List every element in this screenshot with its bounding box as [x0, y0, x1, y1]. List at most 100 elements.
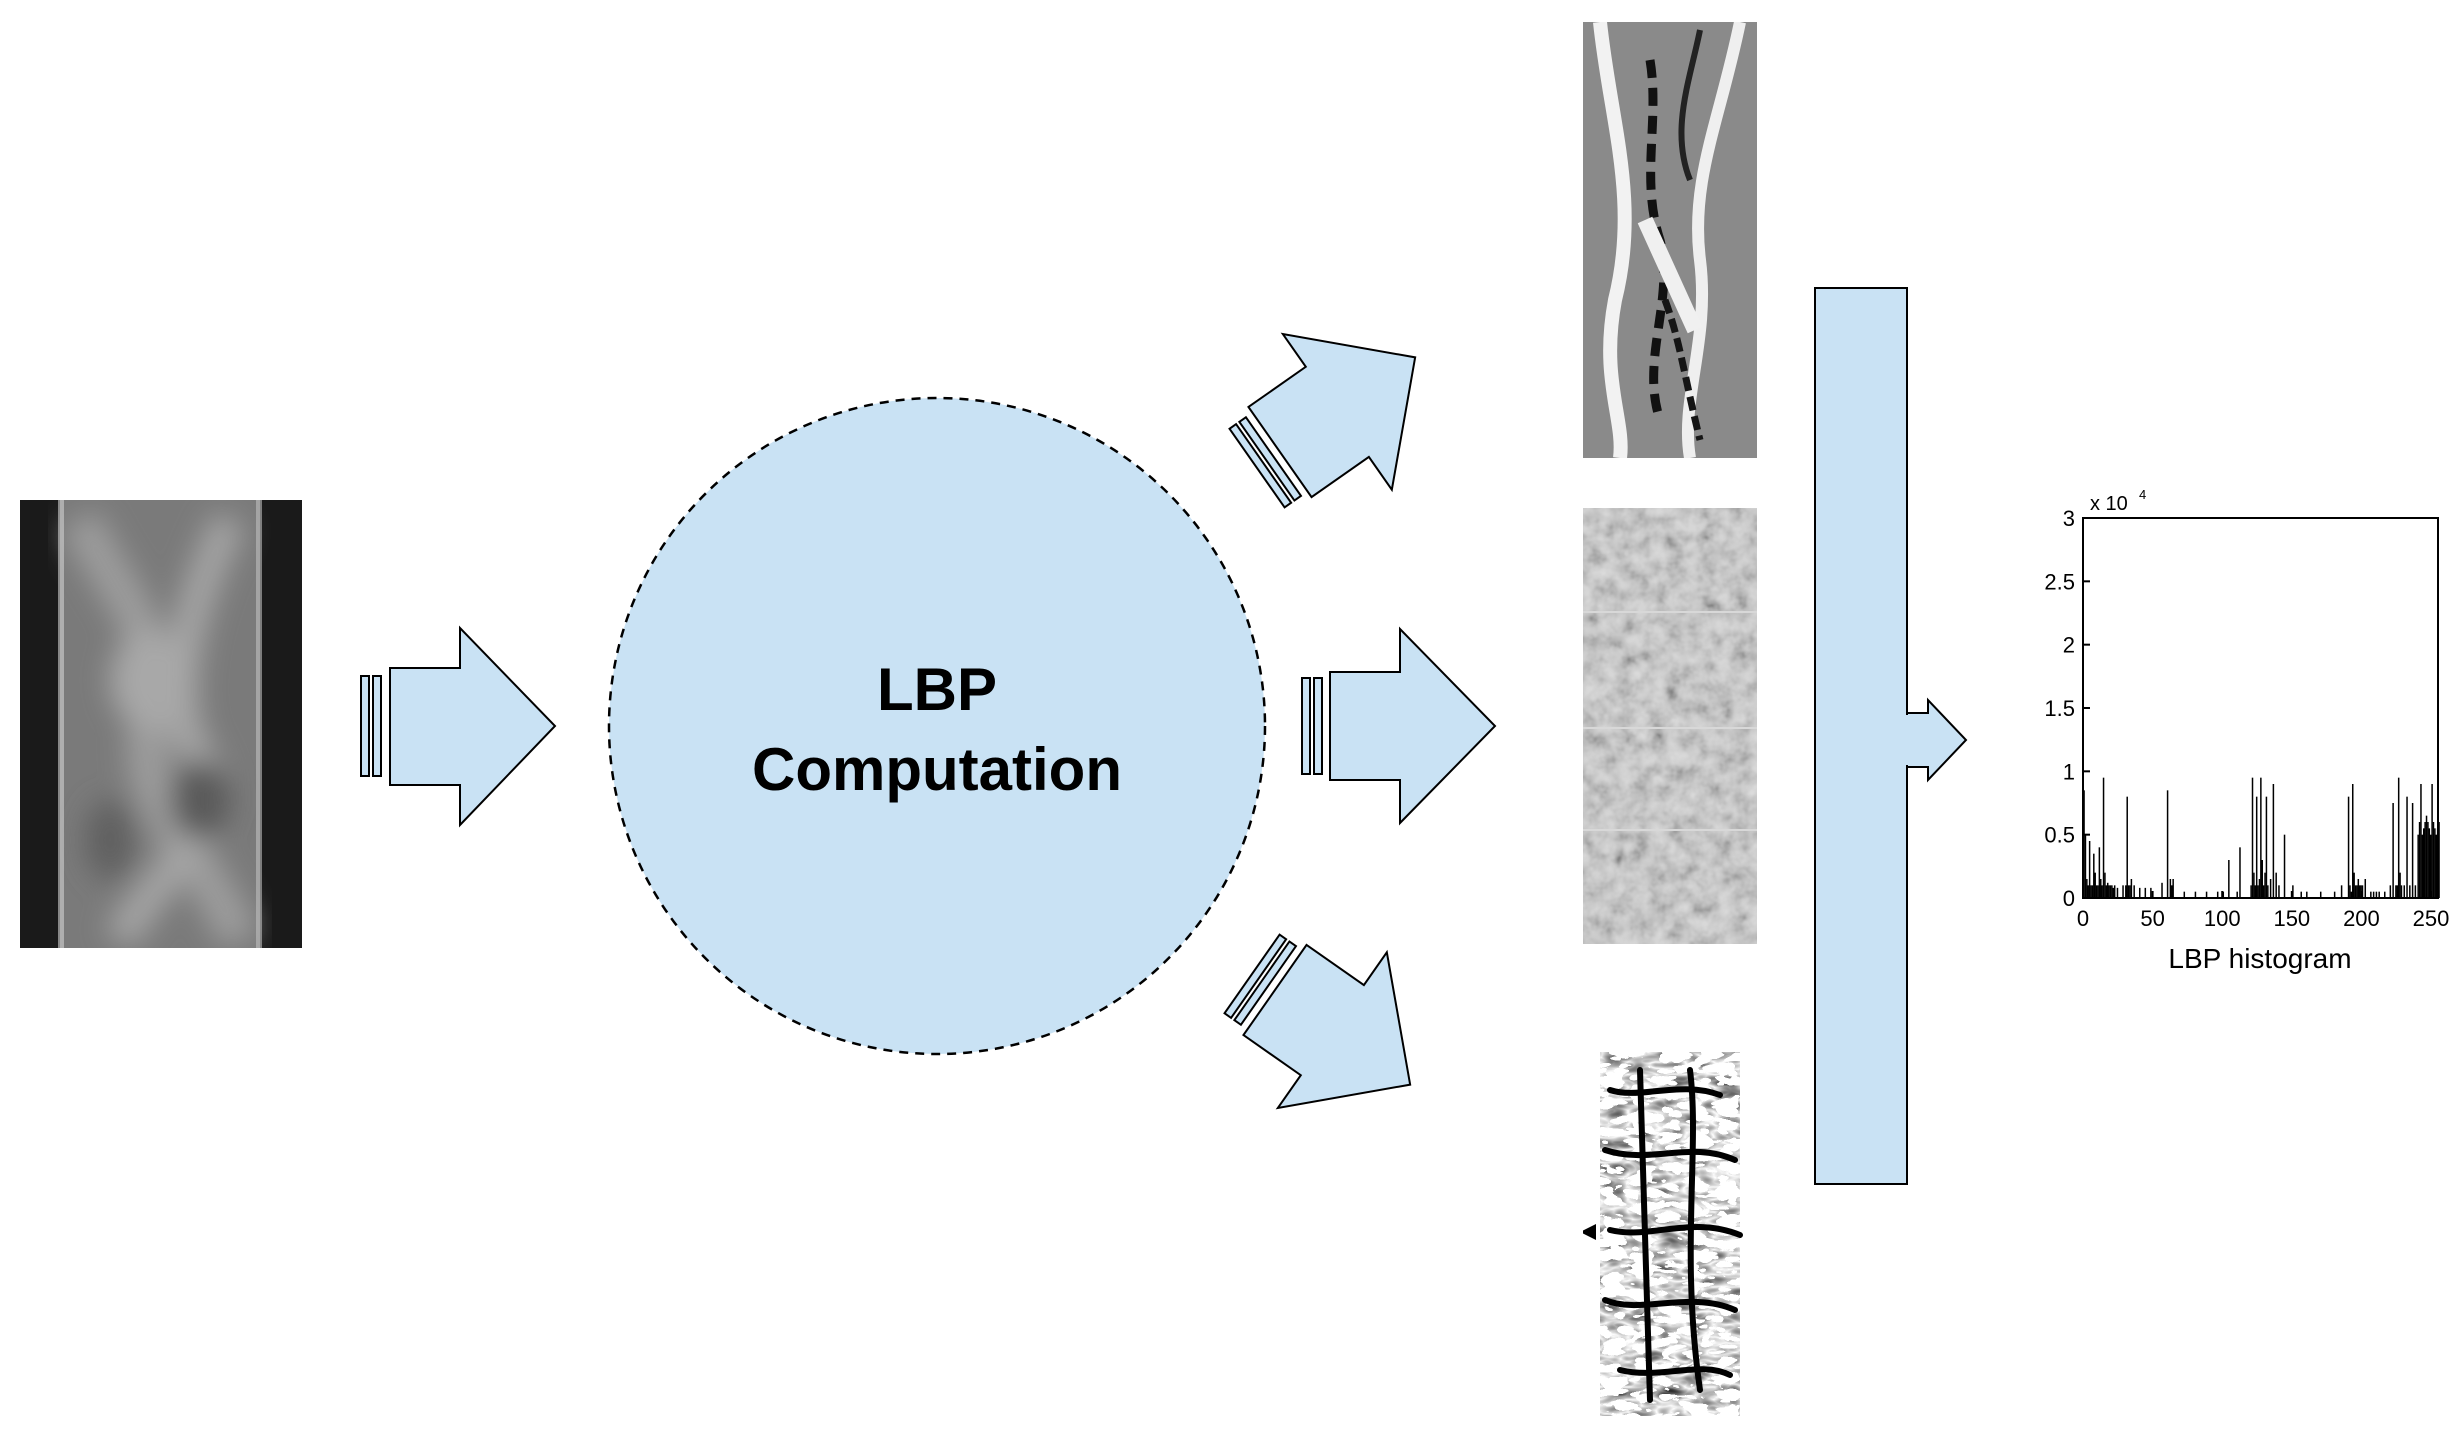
- arrow-to-map-2: [1301, 626, 1497, 826]
- histogram-bar: [2084, 834, 2087, 898]
- y-tick-label: 1.5: [2044, 696, 2075, 721]
- histogram-bar: [2109, 885, 2112, 898]
- histogram-bar: [2267, 885, 2269, 898]
- histogram-bar: [2105, 885, 2108, 898]
- arrow-input-to-computation: [360, 625, 557, 828]
- histogram-bar: [2409, 885, 2411, 898]
- x-tick-label: 100: [2204, 906, 2241, 931]
- histogram-bar: [2183, 891, 2186, 898]
- histogram-bar: [2088, 841, 2091, 898]
- histogram-bar: [2347, 796, 2350, 898]
- histogram-bar: [2216, 891, 2219, 898]
- histogram-bar: [2169, 879, 2172, 898]
- histogram-bar: [2435, 834, 2438, 898]
- histogram-bar: [2306, 891, 2308, 898]
- histogram-bar: [2254, 885, 2257, 898]
- histogram-bar: [2283, 834, 2286, 898]
- histogram-bar: [2384, 891, 2386, 898]
- histogram-bar: [2253, 872, 2255, 898]
- histogram-bar: [2372, 891, 2375, 898]
- histogram-bar: [2100, 879, 2102, 898]
- histogram-bar: [2091, 885, 2094, 898]
- histogram-bar: [2171, 885, 2173, 898]
- histogram-bar: [2418, 822, 2421, 898]
- histogram-bar: [2127, 885, 2130, 898]
- histogram-y-axis: 00.511.522.53: [2044, 506, 2090, 911]
- y-tick-label: 1: [2063, 759, 2075, 784]
- histogram-exponent-power: 4: [2139, 487, 2146, 502]
- histogram-bar: [2106, 882, 2109, 898]
- histogram-bar: [2133, 885, 2135, 898]
- histogram-bar: [2112, 887, 2115, 898]
- histogram-bar: [2395, 885, 2397, 898]
- x-tick-label: 250: [2413, 906, 2450, 931]
- histogram-exponent-label: x 10: [2090, 493, 2128, 515]
- histogram-bar: [2093, 853, 2095, 898]
- histogram-bar: [2406, 796, 2408, 898]
- histogram-bar: [2095, 885, 2098, 898]
- histogram-bar: [2417, 834, 2419, 898]
- histogram-bar: [2111, 885, 2113, 898]
- histogram-bar: [2104, 872, 2106, 898]
- histogram-bar: [2097, 885, 2099, 898]
- y-tick-label: 0.5: [2044, 823, 2075, 848]
- histogram-bar: [2102, 777, 2105, 898]
- center-label-line1: LBP: [877, 656, 997, 723]
- lbp-map-1-image: [1583, 22, 1757, 458]
- histogram-bar: [2356, 885, 2358, 898]
- histogram-bar: [2222, 891, 2225, 898]
- histogram-bar: [2351, 784, 2354, 898]
- histogram-bar: [2319, 891, 2322, 898]
- histogram-bar: [2258, 879, 2261, 898]
- x-tick-label: 200: [2343, 906, 2380, 931]
- histogram-bar: [2116, 887, 2119, 898]
- histogram-bar: [2397, 777, 2400, 898]
- histogram-bar: [2424, 822, 2426, 898]
- histogram-bar: [2126, 796, 2128, 898]
- histogram-bar: [2436, 828, 2439, 898]
- histogram-bar: [2354, 885, 2357, 898]
- histogram-bar: [2144, 887, 2147, 898]
- y-tick-label: 2: [2063, 633, 2075, 658]
- histogram-bar: [2389, 885, 2392, 898]
- histogram-bar: [2333, 891, 2336, 898]
- histogram-bar: [2172, 879, 2174, 898]
- histogram-bars: [2083, 777, 2440, 898]
- histogram-bar: [2090, 885, 2092, 898]
- histogram-bar: [2130, 879, 2133, 898]
- histogram-bar: [2422, 828, 2425, 898]
- histogram-bar: [2129, 885, 2131, 898]
- histogram-bar: [2255, 796, 2258, 898]
- histogram-bar: [2205, 891, 2208, 898]
- histogram-bar: [2260, 777, 2262, 898]
- histogram-bar: [2420, 784, 2422, 898]
- arrow-to-map-1: [1228, 332, 1417, 509]
- x-tick-label: 0: [2077, 906, 2089, 931]
- histogram-bar: [2166, 790, 2169, 898]
- histogram-bar: [2083, 790, 2085, 898]
- histogram-bar: [2358, 885, 2361, 898]
- histogram-bar: [2262, 885, 2265, 898]
- arrow-to-histogram: [1905, 697, 1968, 783]
- histogram-x-label: LBP histogram: [2168, 943, 2351, 974]
- histogram-bar: [2427, 822, 2429, 898]
- histogram-bar: [2357, 879, 2360, 898]
- histogram-bar: [2098, 847, 2101, 898]
- histogram-bar: [2438, 822, 2440, 898]
- histogram-bar: [2425, 815, 2428, 898]
- histogram-bar: [2086, 879, 2088, 898]
- histogram-bar: [2265, 796, 2268, 898]
- histogram-bar: [2087, 885, 2089, 898]
- histogram-bar: [2094, 872, 2096, 898]
- histogram-bar: [2411, 803, 2414, 898]
- histogram-bar: [2239, 847, 2241, 898]
- histogram-bar: [2364, 879, 2367, 898]
- concatenation-bar: [1814, 287, 1908, 1185]
- histogram-bar: [2264, 872, 2266, 898]
- histogram-bar: [2431, 784, 2433, 898]
- histogram-bar: [2278, 885, 2280, 898]
- histogram-bar: [2429, 834, 2432, 898]
- histogram-bar: [2370, 891, 2372, 898]
